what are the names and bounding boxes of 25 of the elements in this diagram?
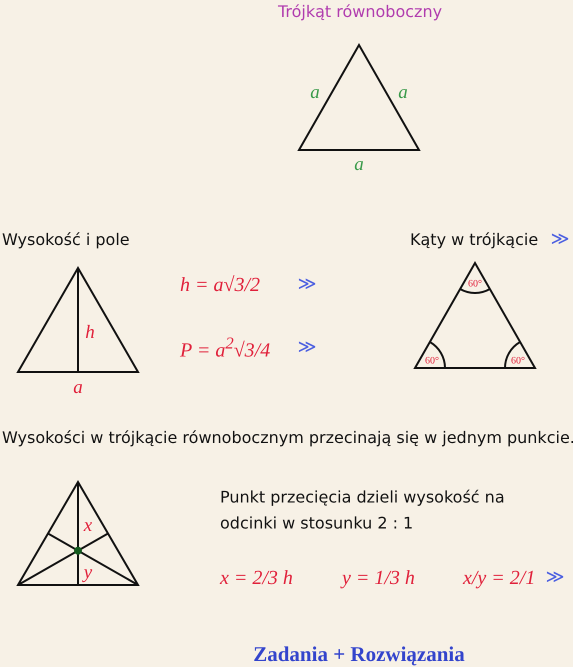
section-heading: Wysokość i pole — [2, 230, 130, 250]
segment-label: y — [84, 562, 92, 584]
angle-label: 60° — [511, 355, 525, 367]
side-label: a — [354, 154, 364, 176]
formula: P = a$^{2}$√3/4 — [180, 334, 270, 362]
more-link: ≫ — [298, 338, 316, 358]
more-link: ≫ — [298, 274, 316, 296]
description-text: Punkt przecięcia dzieli wysokość na odcinki w stosunku 2 : 1 — [220, 486, 506, 534]
side-label: a — [398, 82, 408, 104]
formula: y = 1/3 h — [342, 566, 415, 590]
side-label: a — [310, 82, 320, 104]
angle-label: 60° — [468, 278, 482, 290]
title: Trójkąt równoboczny — [278, 2, 442, 22]
formula: h = a√3/2 — [180, 273, 260, 297]
height-label: h — [85, 322, 95, 344]
segment-label: x — [84, 515, 92, 537]
link-text: Zadania + Rozwiązania — [253, 642, 465, 666]
section-heading: Kąty w trójkącie — [410, 230, 538, 250]
more-link: ≫ — [546, 568, 564, 588]
formula: x = 2/3 h — [220, 566, 293, 590]
statement-text: Wysokości w trójkącie równobocznym przecinają się w jednym punkcie. — [2, 428, 573, 448]
more-link: ≫ — [550, 230, 570, 250]
side-label: a — [73, 377, 83, 399]
formula: x/y = 2/1 — [463, 566, 536, 590]
angle-label: 60° — [425, 355, 439, 367]
